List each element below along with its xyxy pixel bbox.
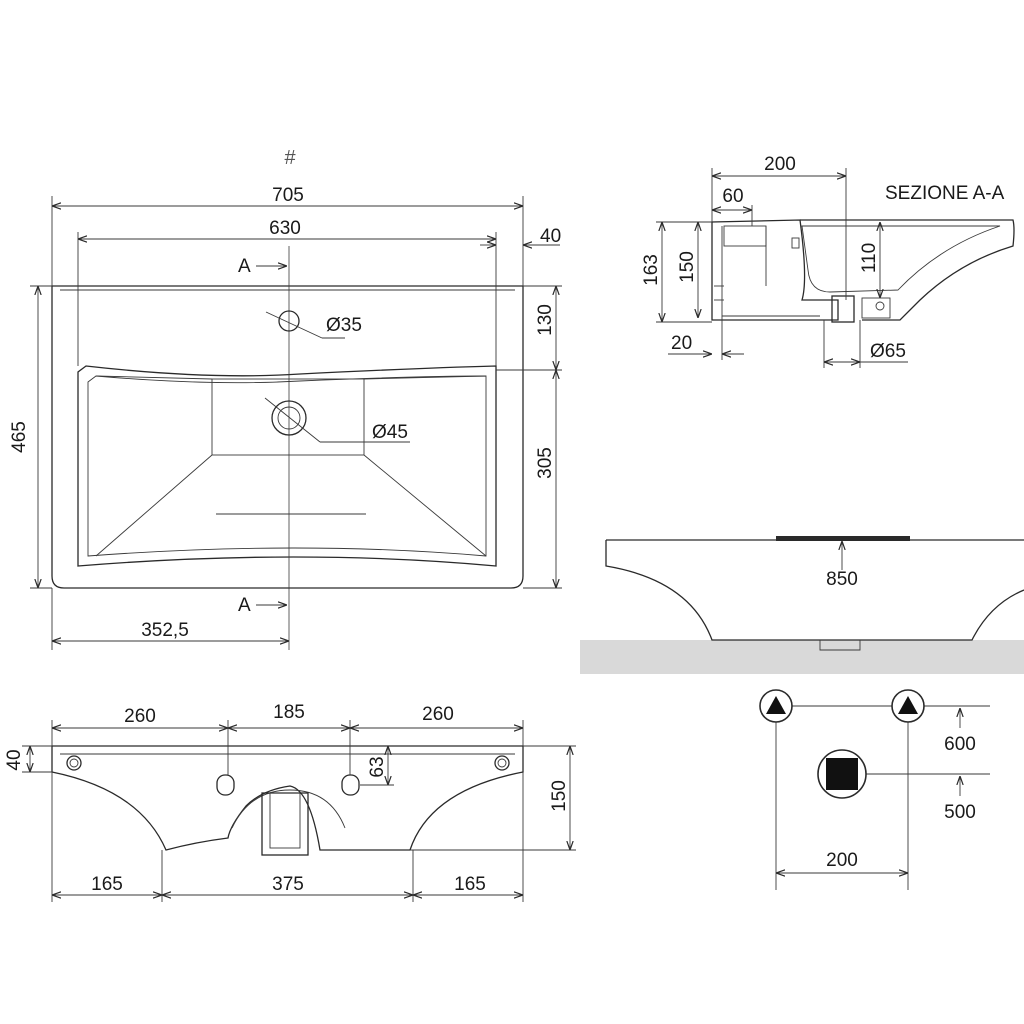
section-title: SEZIONE A-A — [885, 183, 1005, 204]
water-inlet-right — [891, 689, 925, 723]
dim-section-163: 163 — [641, 254, 662, 286]
drain-hole — [264, 397, 410, 443]
marker-symbol: # — [284, 147, 296, 169]
dim-section-150: 150 — [677, 251, 698, 283]
dim-front-185: 185 — [273, 702, 305, 723]
tap-hole — [265, 310, 345, 339]
dim-supply-200: 200 — [826, 850, 858, 871]
install-view: 850 — [580, 536, 1024, 674]
drain-hole-label: Ø45 — [372, 422, 408, 443]
dim-height-overall: 465 — [9, 421, 30, 453]
dim-front-165-left: 165 — [91, 874, 123, 895]
water-inlet-left — [759, 689, 793, 723]
dim-width-inner: 630 — [269, 218, 301, 239]
dim-width-overall: 705 — [272, 185, 304, 206]
front-view: 260 185 260 40 63 150 165 375 165 — [4, 702, 576, 902]
dim-section-110: 110 — [859, 243, 880, 273]
top-view: Ø35 Ø45 A A 705 630 40 465 — [9, 185, 562, 650]
dim-install-height: 850 — [826, 569, 858, 590]
dim-section-60: 60 — [722, 186, 743, 207]
drain-outlet — [817, 749, 867, 799]
dim-front-165-right: 165 — [454, 874, 486, 895]
dim-rim-offset: 40 — [540, 226, 561, 247]
dim-section-20: 20 — [671, 333, 692, 354]
floor-band — [580, 640, 1024, 674]
countertop-edge — [776, 536, 910, 541]
dim-section-drain: Ø65 — [870, 341, 906, 362]
dim-half-width: 352,5 — [141, 620, 189, 641]
dim-supply-500: 500 — [944, 802, 976, 823]
dim-basin-depth: 305 — [535, 447, 556, 479]
supply-view: 600 500 200 — [759, 689, 990, 890]
dim-front-260-left: 260 — [124, 706, 156, 727]
dim-front-375: 375 — [272, 874, 304, 895]
dim-section-200: 200 — [764, 154, 796, 175]
section-marker-bottom: A — [238, 595, 251, 616]
section-marker-top: A — [238, 256, 251, 277]
dim-front-260-right: 260 — [422, 704, 454, 725]
dim-rim-depth: 130 — [535, 304, 556, 336]
dim-front-40: 40 — [4, 749, 25, 770]
dim-front-63: 63 — [367, 756, 388, 777]
tap-hole-label: Ø35 — [326, 315, 362, 336]
dim-front-150: 150 — [549, 780, 570, 812]
section-view: SEZIONE A-A 200 60 163 150 110 — [641, 154, 1015, 368]
dim-supply-600: 600 — [944, 734, 976, 755]
